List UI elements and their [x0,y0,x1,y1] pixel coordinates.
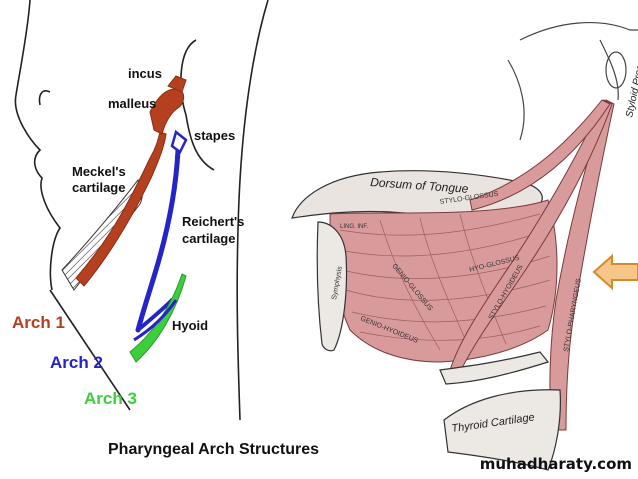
thyroid-cartilage [443,389,561,471]
arch3-hyoid [129,273,187,363]
arch2-hyoid-outline [133,299,178,342]
skull-outline [507,22,638,141]
mandible-and-hyoid [316,221,550,385]
watermark-text: muhadharaty.com [479,455,632,473]
label-arch3: Arch 3 [84,389,137,408]
label-ling-inf: LING. INF. [340,224,368,230]
label-malleus: malleus [108,96,156,111]
meckels-cartilage-hatched [61,179,143,291]
label-meckels-line1: Meckel's [72,164,126,179]
figure-caption: Pharyngeal Arch Structures [108,441,319,458]
label-arch2: Arch 2 [50,353,103,372]
pointer-arrow-icon [592,253,638,291]
label-stapes: stapes [194,128,235,143]
label-reicherts-line2: cartilage [182,231,235,246]
label-arch1: Arch 1 [12,313,65,332]
arch2-structures [135,129,188,333]
label-hyoid: Hyoid [172,318,208,333]
styloid-muscles [449,99,615,431]
tongue-muscle-mass [329,199,558,363]
arch1-structures [75,75,187,287]
label-styloid-process: Styloid Process. [624,46,638,118]
embryo-head-outline [14,0,269,421]
label-meckels-line2: cartilage [72,180,125,195]
label-dorsum-of-tongue: Dorsum of Tongue [370,175,469,196]
label-reicherts-line1: Reichert's [182,214,244,229]
label-incus: incus [128,66,162,81]
